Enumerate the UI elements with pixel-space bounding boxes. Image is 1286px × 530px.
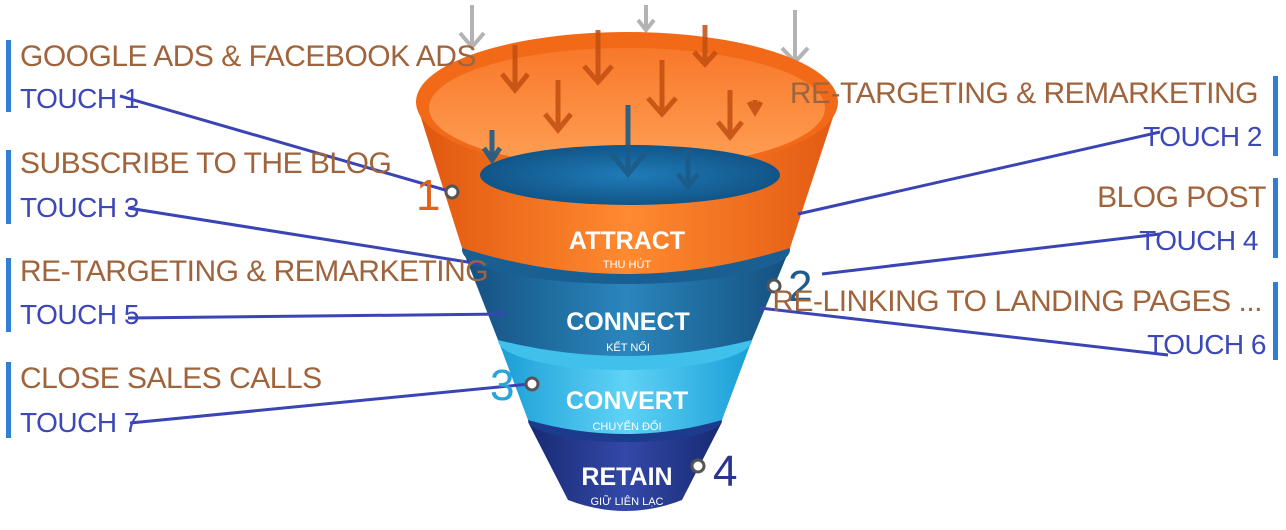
marker-dot-3: [524, 376, 540, 392]
stage-number-1: 1: [416, 171, 440, 220]
touchpoint-heading: CLOSE SALES CALLS: [20, 362, 322, 395]
touchpoint-label: TOUCH 1: [20, 83, 139, 114]
marker-dot-4: [690, 458, 706, 474]
touchpoint-heading: BLOG POST: [1097, 181, 1266, 214]
stage-number-4: 4: [713, 447, 737, 496]
touchpoint-2: RE-TARGETING & REMARKETING TOUCH 2: [790, 76, 1278, 156]
stage-subtitle-connect: KẾT NỐI: [606, 340, 650, 354]
connector-touch-2: [797, 130, 1161, 216]
touchpoint-bar: [6, 362, 11, 438]
touchpoint-6: RE-LINKING TO LANDING PAGES ... TOUCH 6: [772, 282, 1278, 360]
stage-marker-1: 1: [416, 171, 460, 220]
marker-dot-2: [766, 278, 782, 294]
funnel-center-arrows: [481, 105, 700, 192]
connector-touch-3: [127, 206, 481, 266]
touchpoint-label: TOUCH 6: [1147, 329, 1266, 360]
stage-subtitle-convert: CHUYỂN ĐỔI: [592, 420, 661, 433]
stage-marker-3: 3: [490, 361, 540, 410]
touchpoint-5: RE-TARGETING & REMARKETING TOUCH 5: [6, 255, 489, 332]
touchpoint-bar: [6, 258, 11, 332]
touchpoint-label: TOUCH 7: [20, 407, 139, 438]
touchpoint-4: BLOG POST TOUCH 4: [1097, 178, 1278, 258]
touchpoint-bar: [1273, 76, 1278, 156]
stage-marker-2: 2: [766, 262, 812, 311]
retain-segment: [528, 422, 722, 511]
touchpoint-bar: [6, 150, 11, 224]
touchpoint-label: TOUCH 3: [20, 192, 139, 223]
touchpoint-bar: [6, 40, 11, 112]
connector-touch-4: [821, 232, 1161, 276]
touchpoint-bar: [1273, 282, 1278, 360]
touchpoint-label: TOUCH 5: [20, 299, 139, 330]
touchpoint-heading: GOOGLE ADS & FACEBOOK ADS: [20, 40, 476, 73]
touchpoint-heading: RE-TARGETING & REMARKETING: [790, 77, 1258, 110]
touchpoint-heading: RE-LINKING TO LANDING PAGES ...: [772, 285, 1262, 318]
stage-subtitle-attract: THU HÚT: [603, 258, 652, 271]
connector-lines: [119, 94, 1169, 425]
stage-number-2: 2: [788, 262, 812, 311]
touchpoint-1: GOOGLE ADS & FACEBOOK ADS TOUCH 1: [6, 40, 477, 114]
stage-number-3: 3: [490, 361, 514, 410]
funnel-inner-arrows: [500, 25, 764, 142]
stage-title-convert: CONVERT: [566, 387, 688, 415]
connector-touch-5: [127, 312, 507, 320]
touchpoint-heading: RE-TARGETING & REMARKETING: [20, 255, 488, 288]
connector-touch-7: [129, 382, 531, 425]
touchpoint-heading: SUBSCRIBE TO THE BLOG: [20, 147, 391, 180]
stage-title-connect: CONNECT: [566, 308, 690, 336]
touchpoint-label: TOUCH 2: [1143, 121, 1262, 152]
touchpoint-bar: [1273, 178, 1278, 258]
stage-title-retain: RETAIN: [581, 463, 672, 491]
touchpoint-3: SUBSCRIBE TO THE BLOG TOUCH 3: [6, 147, 392, 224]
connector-touch-1: [119, 94, 453, 194]
stage-subtitle-retain: GIỮ LIÊN LẠC: [591, 495, 664, 508]
touchpoint-7: CLOSE SALES CALLS TOUCH 7: [6, 362, 322, 438]
stage-title-attract: ATTRACT: [569, 227, 685, 255]
touchpoint-label: TOUCH 4: [1139, 225, 1258, 256]
marker-dot-1: [444, 184, 460, 200]
stage-marker-4: 4: [690, 447, 737, 496]
connector-touch-6: [759, 306, 1169, 357]
